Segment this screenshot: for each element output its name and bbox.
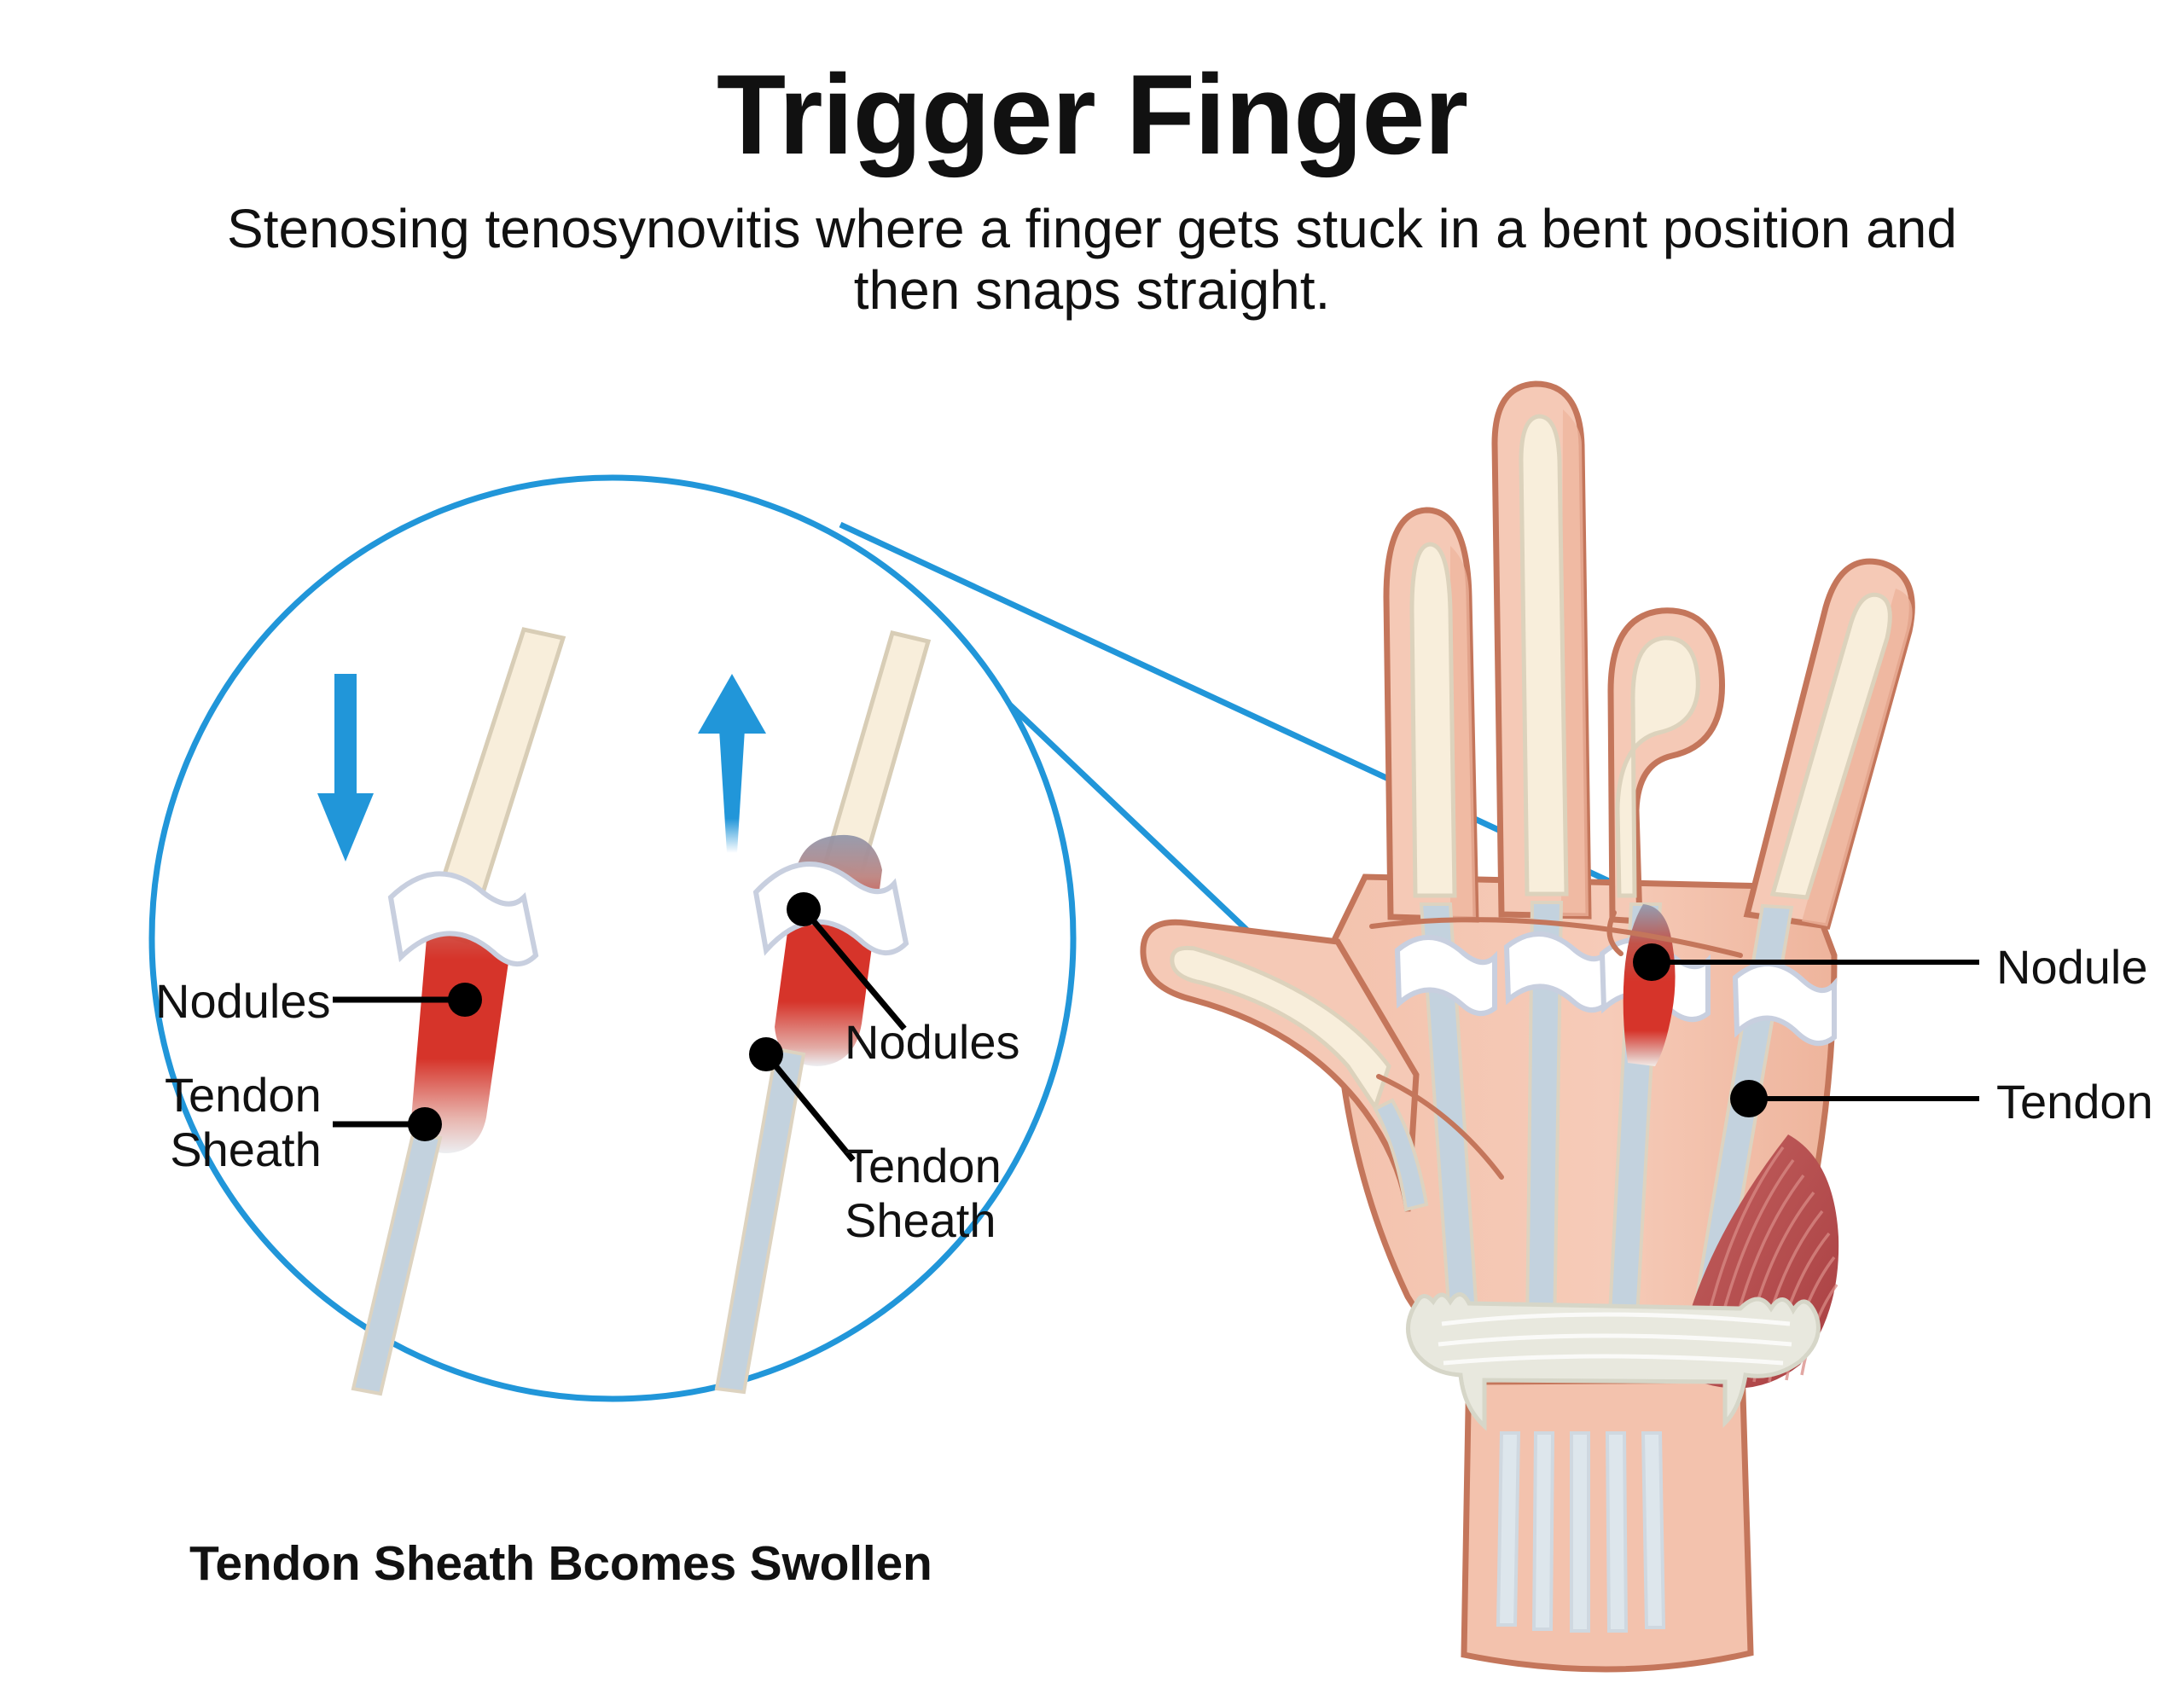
label-nodules-right: Nodules bbox=[845, 1015, 1020, 1069]
figure-caption: Tendon Sheath Bcomes Swollen bbox=[189, 1536, 932, 1591]
index-finger-bone bbox=[1409, 542, 1457, 898]
thumb bbox=[1140, 919, 1420, 1212]
left-down-arrow bbox=[317, 674, 374, 862]
pinky-finger-shadow bbox=[1802, 589, 1913, 926]
left-sheath-dot bbox=[408, 1107, 442, 1141]
magnifier-left-panel bbox=[317, 627, 566, 1396]
nodule-marker-dot bbox=[1633, 943, 1670, 981]
carpal-ligament bbox=[1406, 1292, 1821, 1431]
left-nodules-dot bbox=[448, 983, 482, 1017]
thumb-tendon bbox=[1373, 1098, 1429, 1212]
label-tendon-sheath-right: Tendon Sheath bbox=[845, 1139, 1002, 1247]
page-subtitle: Stenosing tenosynovitis where a finger g… bbox=[227, 198, 1957, 322]
right-nodules-leader bbox=[801, 907, 907, 1031]
right-nodules-dot bbox=[787, 892, 821, 926]
sheath-band-index bbox=[1394, 935, 1497, 1016]
hand-label-leaders bbox=[1652, 960, 1979, 1101]
label-nodules-left: Nodules bbox=[155, 974, 331, 1028]
tendon-marker-dot bbox=[1730, 1080, 1768, 1117]
right-sheath-dot bbox=[749, 1037, 783, 1071]
right-tendon-shaft bbox=[714, 1047, 806, 1395]
left-nodule-swelling bbox=[411, 904, 512, 1153]
palm-creases bbox=[1369, 910, 1743, 1180]
index-finger-shadow bbox=[1450, 546, 1476, 920]
thumb-bone bbox=[1170, 945, 1391, 1112]
ring-finger-bone bbox=[1615, 635, 1700, 898]
page-title: Trigger Finger bbox=[716, 52, 1468, 178]
ligament-fibers bbox=[1438, 1312, 1792, 1366]
hand-illustration bbox=[1140, 380, 1915, 1673]
label-tendon-hand: Tendon bbox=[1996, 1075, 2153, 1128]
label-nodule-hand: Nodule bbox=[1996, 940, 2148, 994]
magnifier-circle bbox=[148, 474, 1077, 1402]
sheath-band-pinky bbox=[1732, 961, 1837, 1046]
middle-finger-shadow bbox=[1561, 409, 1589, 916]
pinky-finger-bone bbox=[1769, 592, 1892, 900]
right-sheath-leader bbox=[764, 1052, 856, 1163]
label-tendon-sheath-left: Tendon Sheath bbox=[165, 1068, 322, 1176]
hand-nodule bbox=[1623, 904, 1676, 1066]
left-sheath-band bbox=[387, 871, 539, 966]
right-up-arrow bbox=[698, 674, 766, 853]
magnifier-right-panel bbox=[698, 630, 932, 1395]
middle-finger-bone bbox=[1519, 414, 1569, 896]
forearm-tendons bbox=[1496, 1431, 1666, 1633]
